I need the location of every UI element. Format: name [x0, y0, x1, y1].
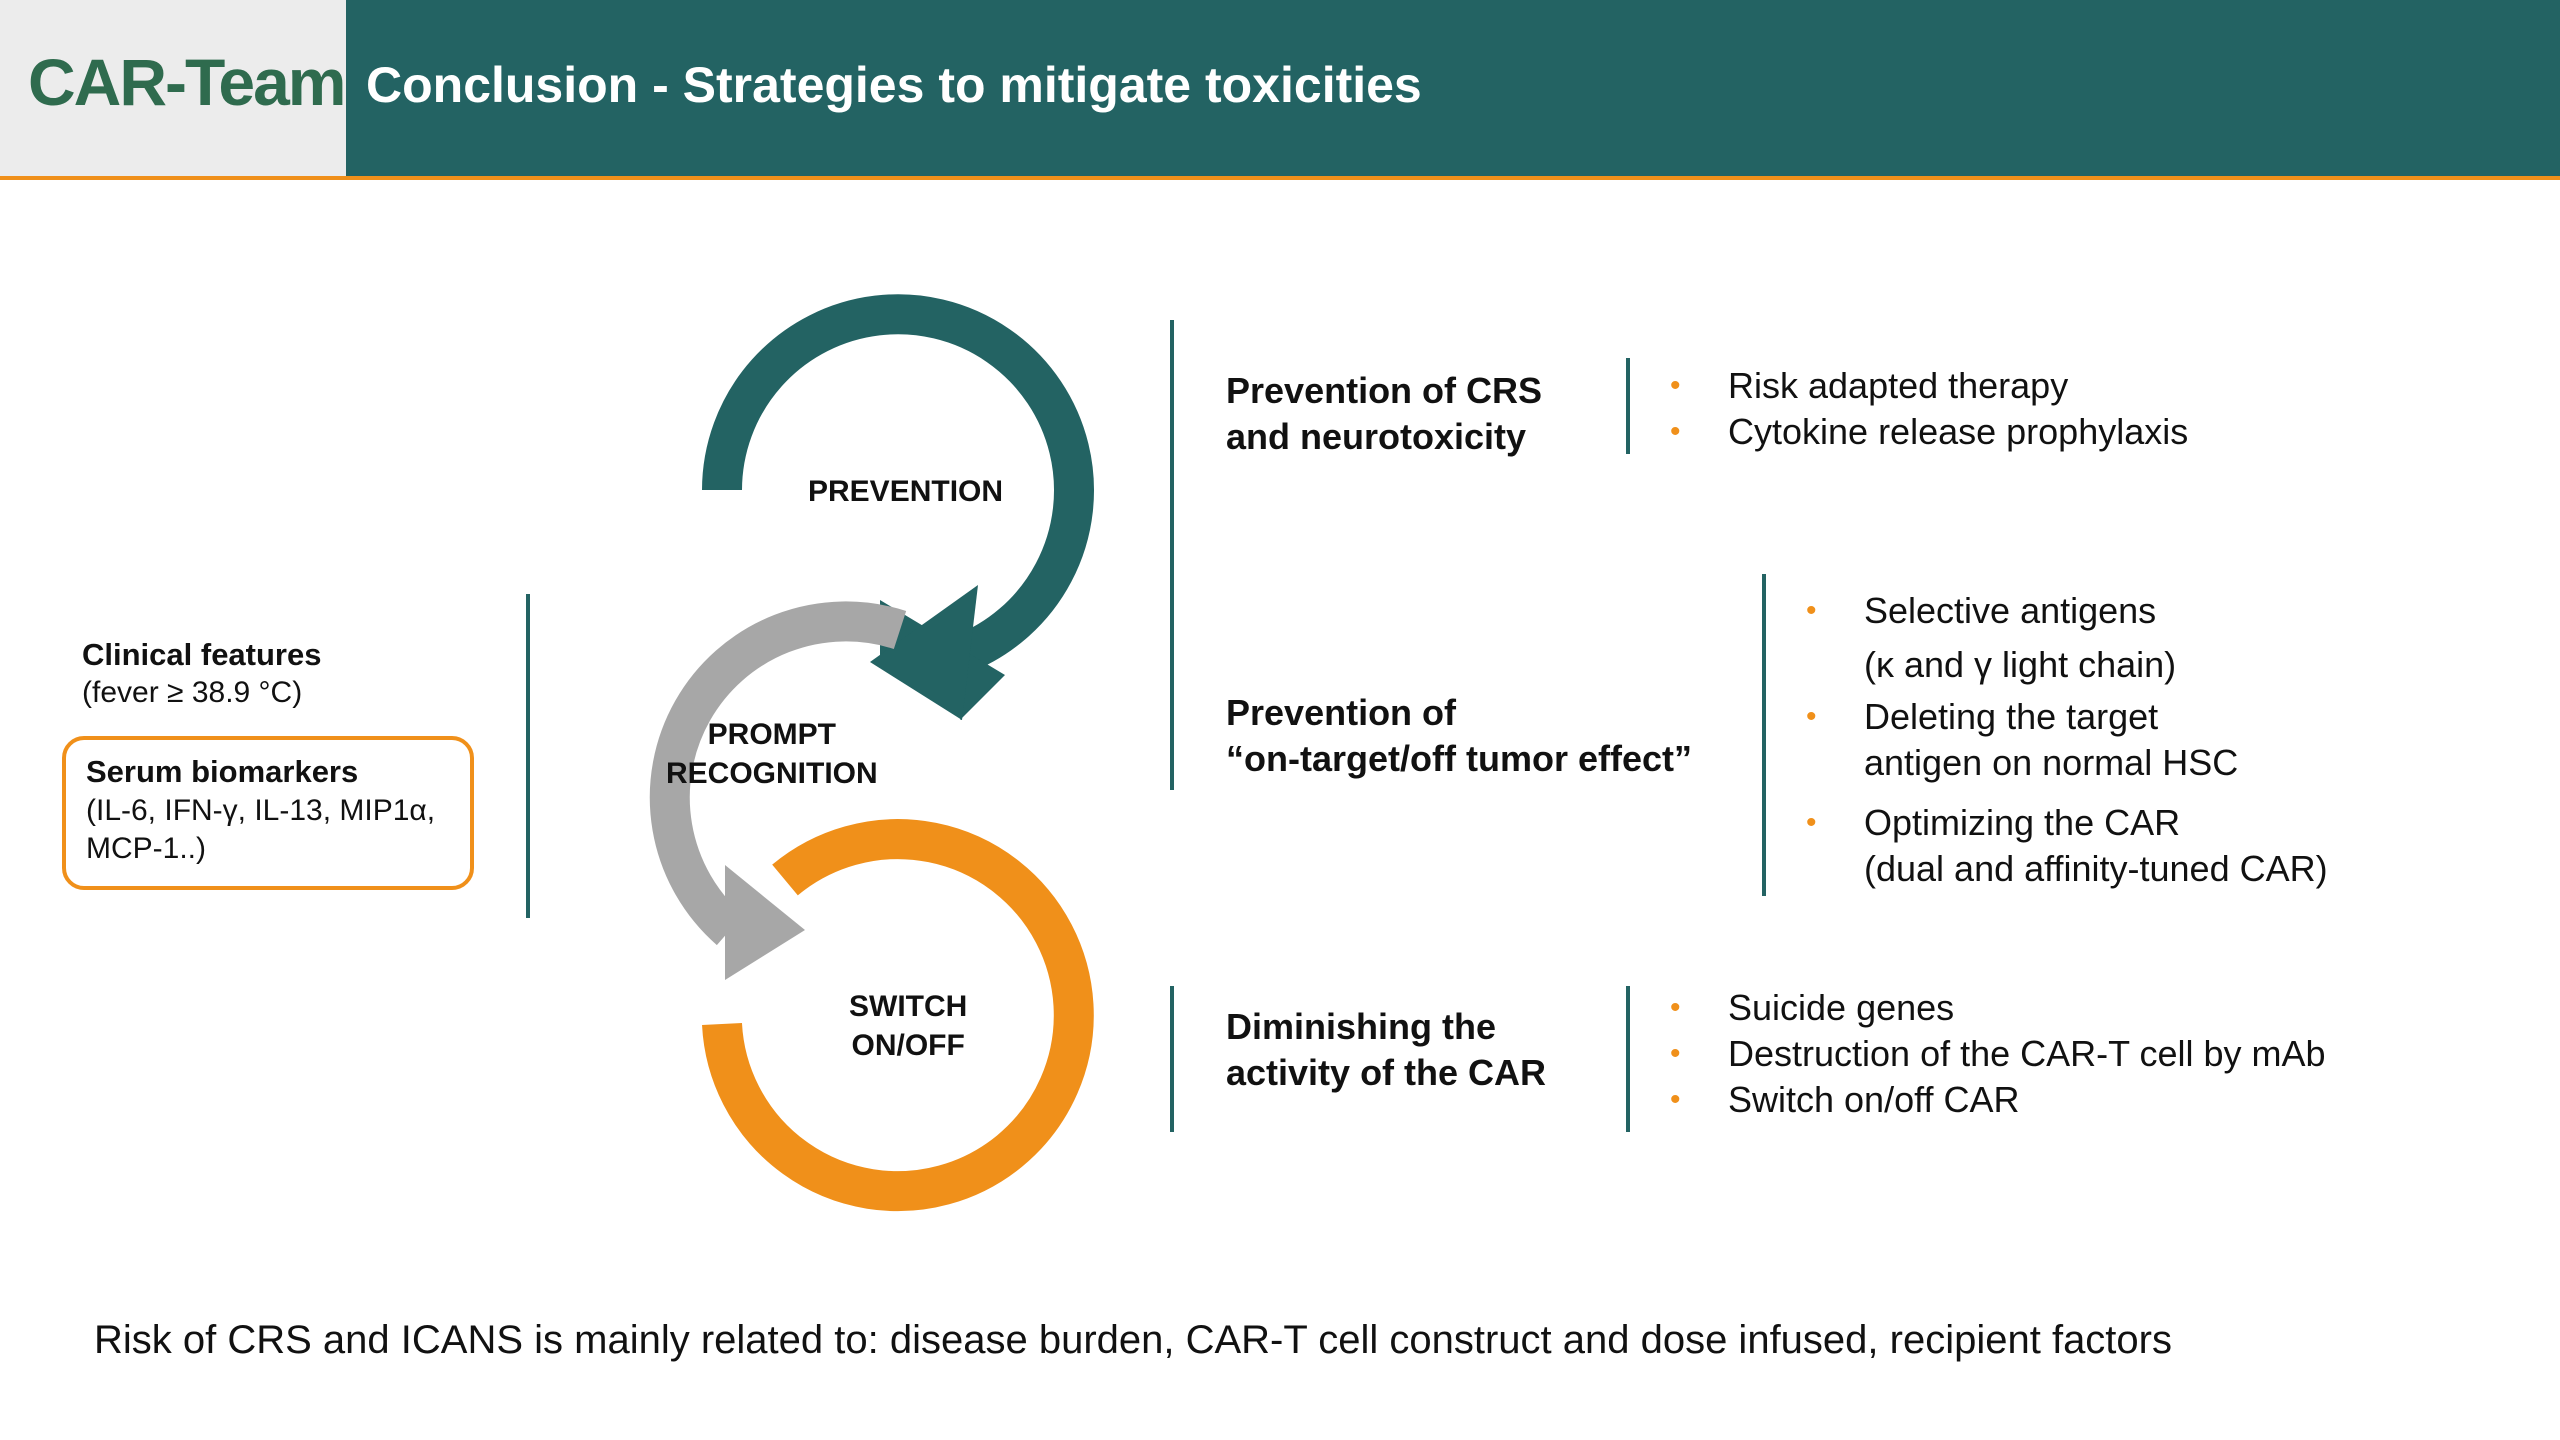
serum-biomarkers-box: Serum biomarkers (IL-6, IFN-γ, IL-13, MI… — [62, 736, 474, 890]
strategy-car-line1: Diminishing the — [1226, 1006, 1496, 1047]
list-item: •Risk adapted therapy — [1670, 363, 2188, 409]
strategy-crs-heading: Prevention of CRS and neurotoxicity — [1226, 368, 1542, 460]
prompt-line2: RECOGNITION — [666, 757, 878, 790]
crs-bullet-list: •Risk adapted therapy •Cytokine release … — [1670, 363, 2188, 455]
prompt-line1: PROMPT — [707, 718, 836, 751]
list-item: •Cytokine release prophylaxis — [1670, 409, 2188, 455]
bullet-icon: • — [1806, 806, 1817, 839]
switch-line1: SWITCH — [849, 990, 968, 1023]
bullet-icon: • — [1670, 1083, 1681, 1116]
strategy-divider-top — [1170, 320, 1174, 790]
list-item: • Selective antigens (κ and γ light chai… — [1806, 584, 2328, 692]
strategy-ontarget-line2: “on-target/off tumor effect” — [1226, 738, 1692, 779]
switch-line2: ON/OFF — [851, 1029, 965, 1062]
list-item: •Switch on/off CAR — [1670, 1077, 2326, 1123]
bullet-icon: • — [1806, 700, 1817, 733]
list-item: •Destruction of the CAR-T cell by mAb — [1670, 1031, 2326, 1077]
cycle-diagram — [649, 294, 1094, 1212]
serum-biomarkers-title: Serum biomarkers — [86, 754, 359, 789]
header-bar: CAR-Team Conclusion - Strategies to miti… — [0, 0, 2560, 180]
strategy-crs-line2: and neurotoxicity — [1226, 416, 1527, 457]
clinical-features-detail: (fever ≥ 38.9 °C) — [82, 676, 303, 709]
strategy-car-heading: Diminishing the activity of the CAR — [1226, 1004, 1546, 1096]
bullet-icon: • — [1670, 991, 1681, 1024]
bullet-icon: • — [1670, 415, 1681, 448]
car-team-logo: CAR-Team — [28, 45, 346, 119]
strategy-ontarget-line1: Prevention of — [1226, 692, 1457, 733]
prompt-recognition-label: PROMPT RECOGNITION — [666, 715, 878, 793]
strategy-car-line2: activity of the CAR — [1226, 1052, 1547, 1093]
list-item: • Optimizing the CAR (dual and affinity-… — [1806, 802, 2328, 889]
bullet-icon: • — [1670, 1037, 1681, 1070]
serum-biomarkers-line2: MCP-1..) — [86, 832, 206, 865]
switch-arc — [702, 819, 1094, 1212]
list-item: • Deleting the target antigen on normal … — [1806, 696, 2239, 783]
prevention-label: PREVENTION — [808, 475, 1004, 508]
strategy-divider-bottom — [1170, 986, 1174, 1132]
ontarget-bullet-list: • Selective antigens (κ and γ light chai… — [1806, 584, 2328, 892]
clinical-features-title: Clinical features — [82, 637, 322, 672]
clinical-divider — [526, 594, 530, 918]
crs-divider — [1626, 358, 1630, 454]
recognition-arrowhead — [725, 865, 805, 980]
recognition-arc — [649, 601, 907, 946]
footer-note: Risk of CRS and ICANS is mainly related … — [94, 1318, 2172, 1362]
ontarget-divider — [1762, 574, 1766, 896]
logo-box: CAR-Team — [0, 0, 346, 176]
bullet-icon: • — [1806, 594, 1817, 627]
car-divider — [1626, 986, 1630, 1132]
prevention-arrowhead-tip — [870, 585, 978, 720]
switch-label: SWITCH ON/OFF — [849, 987, 967, 1065]
serum-biomarkers-line1: (IL-6, IFN-γ, IL-13, MIP1α, — [86, 794, 436, 827]
strategy-crs-line1: Prevention of CRS — [1226, 370, 1543, 411]
prevention-arc — [702, 294, 1094, 674]
strategy-ontarget-heading: Prevention of “on-target/off tumor effec… — [1226, 690, 1692, 782]
bullet-icon: • — [1670, 369, 1681, 402]
car-bullet-list: •Suicide genes •Destruction of the CAR-T… — [1670, 985, 2326, 1123]
slide-title: Conclusion - Strategies to mitigate toxi… — [366, 57, 1422, 113]
list-item: •Suicide genes — [1670, 985, 2326, 1031]
